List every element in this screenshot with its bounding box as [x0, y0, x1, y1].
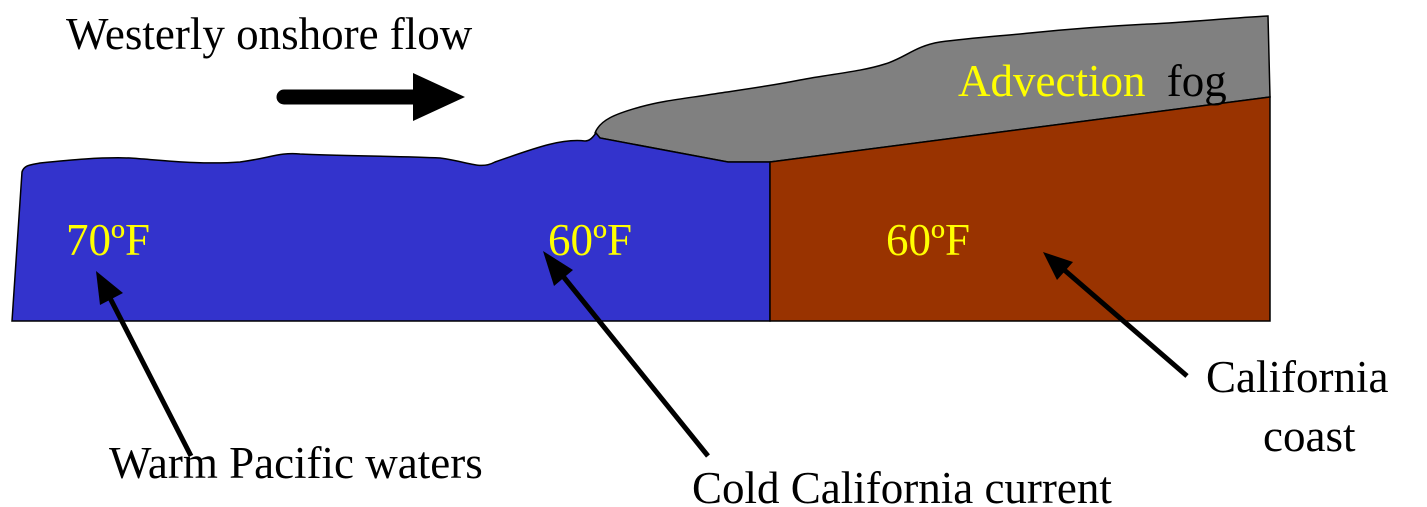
temp-pacific: 70ºF	[66, 215, 150, 265]
fog-label-fog: fog	[1167, 56, 1227, 106]
callout-pacific-label: Warm Pacific waters	[109, 438, 483, 488]
callout-coast-label-line1: California	[1206, 352, 1388, 402]
fog-label-advection: Advection	[958, 56, 1145, 106]
callout-arrow-coast-icon	[1043, 252, 1189, 378]
temp-current: 60ºF	[548, 215, 632, 265]
flow-arrow-icon	[276, 73, 465, 121]
fog-label: Advection fog	[958, 56, 1227, 106]
flow-label: Westerly onshore flow	[66, 9, 473, 59]
callout-coast-label-line2: coast	[1263, 411, 1356, 461]
ocean-body	[11, 131, 771, 322]
callout-current-label: Cold California current	[692, 463, 1112, 507]
temp-coast: 60ºF	[886, 215, 970, 265]
callout-arrow-current-icon	[543, 251, 710, 458]
land-coast	[769, 96, 1271, 322]
callout-arrow-pacific-icon	[96, 271, 194, 458]
fog-layer	[594, 15, 1271, 163]
